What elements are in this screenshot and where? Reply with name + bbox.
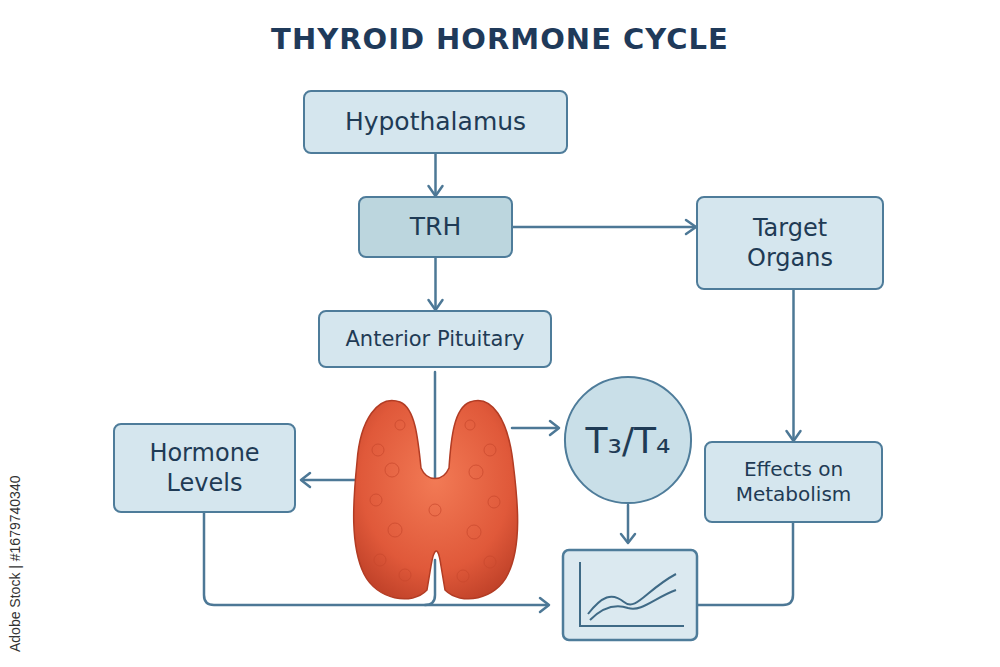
text-group: Hormone Levels bbox=[140, 438, 270, 498]
arrow-head bbox=[429, 300, 443, 310]
pituitary-line bbox=[434, 372, 437, 480]
text-group: Anterior Pituitary bbox=[345, 326, 524, 352]
thyroid-gland bbox=[354, 401, 518, 599]
connector bbox=[429, 154, 443, 196]
arrow-head bbox=[301, 473, 310, 487]
watermark: Adobe Stock | #1679740340 bbox=[6, 476, 24, 652]
process-box: Anterior Pituitary bbox=[318, 310, 552, 368]
connector-line bbox=[513, 226, 696, 229]
level-line bbox=[302, 479, 356, 482]
hormone-line bbox=[627, 505, 630, 542]
node-label: Anterior Pituitary bbox=[345, 326, 524, 352]
arrow-head bbox=[686, 220, 696, 234]
chart-icon bbox=[563, 550, 697, 640]
node-label: Hormone Levels bbox=[140, 438, 270, 498]
hormone-box: TRH bbox=[358, 196, 513, 258]
text-group: TRH bbox=[410, 211, 461, 242]
arrow-head bbox=[621, 534, 635, 543]
connector bbox=[513, 220, 696, 234]
hormone-circle: T₃/T₄ bbox=[563, 375, 693, 505]
secretion-line bbox=[512, 427, 558, 430]
text-group: Hypothalamus bbox=[345, 106, 526, 137]
node-label: TRH bbox=[410, 211, 461, 242]
arrow-head bbox=[429, 186, 443, 196]
text-group: T₃/T₄ bbox=[586, 418, 671, 463]
process-box: Effects on Metabolism bbox=[704, 441, 883, 523]
connector bbox=[429, 258, 443, 310]
text-group: Target Organs bbox=[730, 213, 850, 273]
process-box: Hypothalamus bbox=[303, 90, 568, 154]
connector bbox=[787, 290, 801, 441]
process-box: Hormone Levels bbox=[113, 423, 296, 513]
arrow-head bbox=[540, 598, 549, 612]
text-group: Effects on Metabolism bbox=[719, 457, 869, 507]
connector-line bbox=[434, 154, 437, 196]
node-label: T₃/T₄ bbox=[586, 418, 671, 463]
node-label: Hypothalamus bbox=[345, 106, 526, 137]
effects-line bbox=[698, 515, 793, 605]
connector-line bbox=[792, 290, 795, 441]
node-label: Target Organs bbox=[730, 213, 850, 273]
diagram-title: THYROID HORMONE CYCLE bbox=[0, 22, 1000, 56]
process-box: Target Organs bbox=[696, 196, 884, 290]
node-label: Effects on Metabolism bbox=[719, 457, 869, 507]
arrow-head bbox=[787, 431, 801, 441]
connector-line bbox=[434, 258, 437, 310]
arrow-head bbox=[550, 421, 559, 435]
